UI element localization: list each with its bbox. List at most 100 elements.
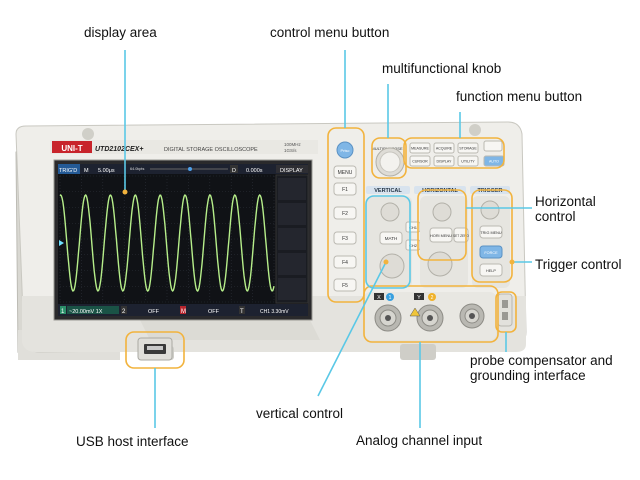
usb-host-interface-label: USB host interface <box>76 434 189 449</box>
timebase-readout: 5.00μs <box>98 168 115 174</box>
menu-label: MENU <box>338 170 353 176</box>
auto-label: AUTO <box>489 160 499 164</box>
subtitle-text: DIGITAL STORAGE OSCILLOSCOPE <box>164 147 258 153</box>
knob-highlight <box>371 137 407 179</box>
acquire-label: ACQUIRE <box>436 147 453 151</box>
trigger-header: TRIGGER <box>477 188 502 194</box>
menu-button[interactable] <box>333 165 357 179</box>
math-tag: M <box>181 309 186 315</box>
probe-compensator-label: probe compensator and grounding interfac… <box>470 353 613 383</box>
f3-label: F3 <box>342 236 348 242</box>
ch2-label: CH2 <box>409 243 418 248</box>
usb-host-port[interactable] <box>137 337 173 361</box>
run-stop-button[interactable] <box>483 140 503 152</box>
utility-button[interactable] <box>457 155 479 167</box>
control-menu-button-label: control menu button <box>270 25 390 40</box>
hori-menu-button[interactable] <box>429 227 453 243</box>
trigger-position-marker <box>188 167 192 171</box>
y-input-tag: Y <box>417 295 421 301</box>
analog-channel-input-label: Analog channel input <box>356 433 483 448</box>
vertical-highlight <box>365 195 411 289</box>
measure-button[interactable] <box>409 142 431 154</box>
ch1-level-marker <box>59 240 64 246</box>
set-zero-button[interactable] <box>453 227 469 243</box>
mode-tag: M <box>84 168 89 174</box>
ch1-input-number: 1 <box>389 295 392 301</box>
power-button[interactable] <box>336 141 354 159</box>
function-menu-button-label: function menu button <box>456 89 583 104</box>
f2-button[interactable] <box>333 206 357 220</box>
storage-button[interactable] <box>457 142 479 154</box>
f4-button[interactable] <box>333 255 357 269</box>
spec-bandwidth: 100MHz <box>284 142 302 147</box>
trigger-readout: CH1 3.30mV <box>260 309 289 315</box>
function-menu-highlight <box>403 137 505 169</box>
ch1-label: CH1 <box>409 225 418 230</box>
display-button[interactable] <box>433 155 455 167</box>
horizontal-scale-knob[interactable] <box>427 251 453 277</box>
trig-pos-tag: D <box>232 168 236 174</box>
cursor-label: CURSOR <box>412 160 428 164</box>
ground-terminal[interactable] <box>502 312 508 320</box>
warning-icon <box>409 307 421 317</box>
model-text: UTD2102CEX+ <box>95 146 143 153</box>
force-button[interactable] <box>479 245 503 259</box>
measure-label: MEASURE <box>411 147 429 151</box>
vertical-header: VERTICAL <box>374 188 402 194</box>
help-label: HELP <box>486 269 496 273</box>
vertical-position-knob[interactable] <box>380 202 400 222</box>
ch1-scale-readout: ~20.00mV 1X <box>69 309 103 315</box>
callout-dots <box>122 189 515 265</box>
ch2-state: OFF <box>148 309 160 315</box>
trigger-level-knob[interactable] <box>480 200 500 220</box>
ch2-bnc-connector[interactable] <box>416 304 444 332</box>
f1-button[interactable] <box>333 182 357 196</box>
x-input-tag: X <box>377 295 381 301</box>
callout-lines <box>124 50 532 428</box>
brand-text: UNI-T <box>61 144 82 153</box>
probe-compensator-terminal[interactable] <box>502 300 508 308</box>
horizontal-control-label: Horizontal control <box>535 194 596 224</box>
svg-text:Prtsc: Prtsc <box>340 148 349 153</box>
multifunctional-knob-label: multifunctional knob <box>382 61 502 76</box>
set-zero-label: SET ZERO <box>453 234 469 238</box>
hori-menu-label: HORI MENU <box>430 234 452 238</box>
force-label: FORCE <box>484 251 498 255</box>
trig-menu-button[interactable] <box>479 225 503 239</box>
f5-button[interactable] <box>333 278 357 292</box>
math-state: OFF <box>208 309 220 315</box>
control-menu-highlight <box>327 127 365 303</box>
horizontal-header: HORIZONTAL <box>422 188 458 194</box>
f2-label: F2 <box>342 211 348 217</box>
spec-rate: 1GS/s <box>284 148 297 153</box>
help-button[interactable] <box>479 263 503 277</box>
horizontal-position-knob[interactable] <box>432 202 452 222</box>
waveform-trace <box>59 193 275 293</box>
math-button[interactable] <box>379 231 403 245</box>
display-screen: TRIG'D M 5.00μs 64.0kpts D 0.000s DISPLA… <box>53 159 313 321</box>
utility-label: UTILITY <box>461 160 475 164</box>
svg-text:1: 1 <box>61 309 65 315</box>
f3-button[interactable] <box>333 231 357 245</box>
trig-status: TRIG'D <box>59 168 77 174</box>
ch2-input-number: 2 <box>431 295 434 301</box>
screen-grid <box>59 175 275 303</box>
display-area-label: display area <box>84 25 157 40</box>
cursor-button[interactable] <box>409 155 431 167</box>
trigger-control-label: Trigger control <box>535 257 622 272</box>
display-label: DISPLAY <box>437 160 453 164</box>
acquire-button[interactable] <box>433 142 455 154</box>
trigger-tag: T <box>240 309 244 315</box>
memory-depth: 64.0kpts <box>130 167 144 171</box>
analog-input-highlight <box>363 285 499 343</box>
trigger-highlight <box>471 189 513 283</box>
ch2-tag: 2 <box>122 309 126 315</box>
trig-menu-label: TRIG MENU <box>480 231 502 235</box>
math-label: MATH <box>385 236 397 241</box>
storage-label: STORAGE <box>459 147 477 151</box>
ext-trigger-bnc-connector[interactable] <box>459 303 485 329</box>
brand-logo <box>52 141 92 153</box>
ch1-bnc-connector[interactable] <box>374 304 402 332</box>
f4-label: F4 <box>342 260 348 266</box>
